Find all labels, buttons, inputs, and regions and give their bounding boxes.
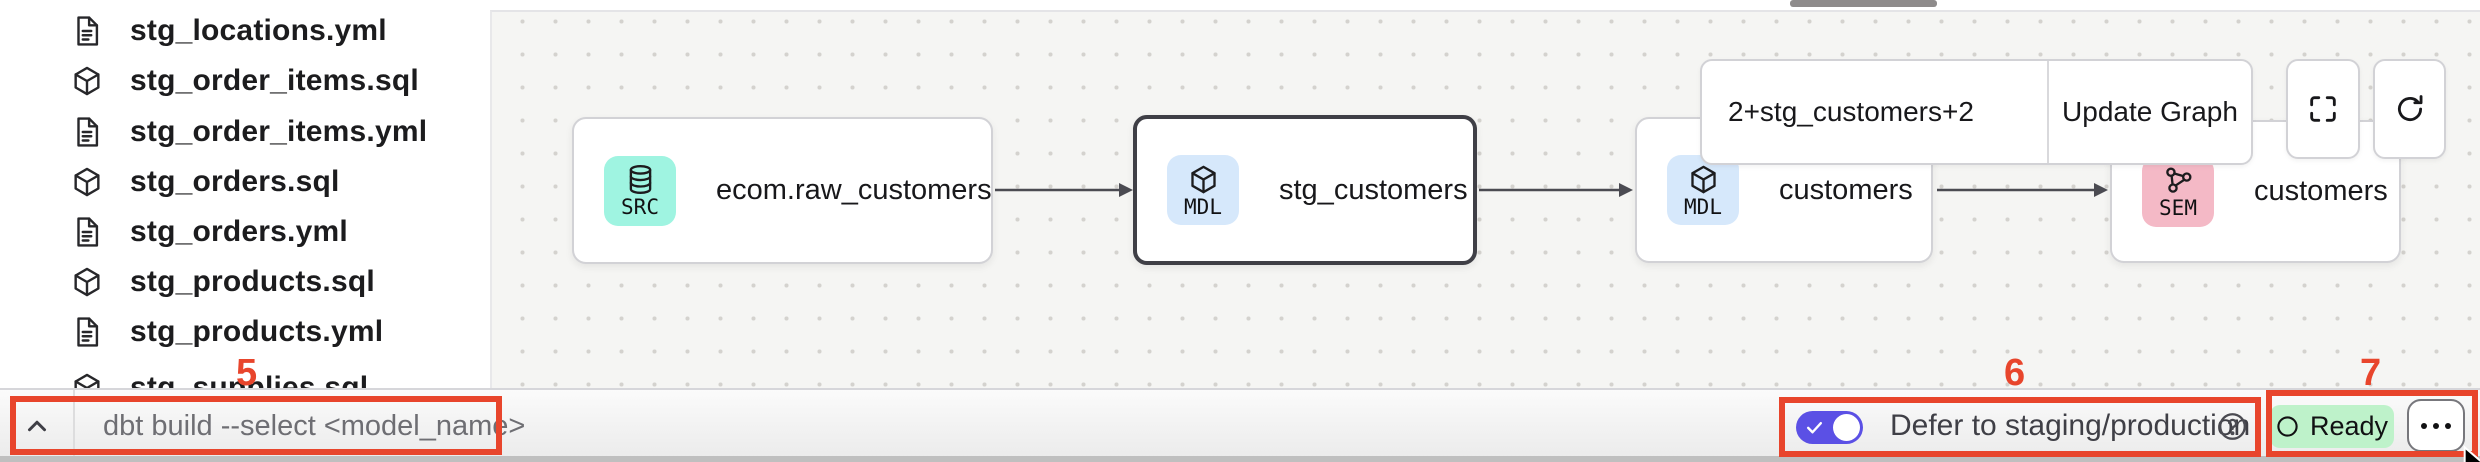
lineage-node-stg-customers-selected[interactable]: MDL stg_customers bbox=[1133, 115, 1477, 265]
help-icon[interactable] bbox=[2217, 411, 2248, 442]
lineage-selector-group: Update Graph bbox=[1700, 59, 2253, 165]
node-label: customers bbox=[2254, 175, 2388, 207]
lineage-selector-input[interactable] bbox=[1702, 61, 2049, 163]
canvas-scrollbar-thumb[interactable] bbox=[1790, 0, 1937, 7]
file-name: stg_products.yml bbox=[130, 315, 384, 348]
dbt-command-input[interactable] bbox=[103, 390, 1203, 462]
lineage-node-ecom-raw-customers[interactable]: SRC ecom.raw_customers bbox=[572, 117, 993, 264]
more-options-button[interactable] bbox=[2407, 399, 2465, 452]
file-row-stg-supplies-sql-partial[interactable]: stg_supplies.sql bbox=[0, 363, 490, 388]
status-circle-icon bbox=[2277, 416, 2298, 437]
cube-icon bbox=[70, 371, 104, 388]
defer-toggle[interactable] bbox=[1796, 411, 1863, 444]
node-label: ecom.raw_customers bbox=[716, 174, 992, 206]
status-badge-ready[interactable]: Ready bbox=[2270, 405, 2394, 448]
status-label: Ready bbox=[2309, 411, 2389, 441]
file-name: stg_supplies.sql bbox=[130, 371, 369, 388]
check-icon bbox=[1806, 421, 1823, 434]
file-row-stg-order-items-sql[interactable]: stg_order_items.sql bbox=[0, 56, 490, 106]
command-bar: Defer to staging/production Ready bbox=[0, 388, 2480, 462]
file-row-stg-orders-yml[interactable]: stg_orders.yml bbox=[0, 207, 490, 257]
node-label: customers bbox=[1779, 173, 1913, 206]
file-name: stg_products.sql bbox=[130, 265, 375, 298]
chevron-up-icon bbox=[27, 420, 46, 432]
fullscreen-icon bbox=[2310, 96, 2336, 122]
file-row-stg-products-yml[interactable]: stg_products.yml bbox=[0, 307, 490, 357]
file-name: stg_orders.yml bbox=[130, 215, 348, 248]
cube-icon bbox=[1687, 163, 1720, 196]
node-type-label: SEM bbox=[2159, 196, 2197, 220]
refresh-button[interactable] bbox=[2373, 59, 2446, 159]
command-bar-divider bbox=[73, 390, 75, 462]
edge-stg-customers-to-customers bbox=[1479, 183, 1633, 197]
node-type-badge-sem: SEM bbox=[2142, 156, 2214, 227]
cube-icon bbox=[1187, 163, 1220, 196]
file-row-stg-locations-yml[interactable]: stg_locations.yml bbox=[0, 6, 490, 56]
edge-customers-to-sem-customers bbox=[1937, 183, 2108, 197]
toggle-knob bbox=[1833, 414, 1860, 441]
document-icon bbox=[70, 315, 104, 349]
file-row-stg-products-sql[interactable]: stg_products.sql bbox=[0, 257, 490, 307]
node-type-badge-mdl: MDL bbox=[1167, 155, 1239, 225]
file-name: stg_order_items.sql bbox=[130, 64, 419, 97]
cube-icon bbox=[70, 165, 104, 199]
refresh-icon bbox=[2397, 95, 2422, 122]
node-type-label: SRC bbox=[621, 195, 659, 219]
node-type-label: MDL bbox=[1184, 194, 1222, 219]
node-type-label: MDL bbox=[1684, 194, 1722, 219]
database-icon bbox=[624, 163, 657, 196]
file-name: stg_orders.sql bbox=[130, 165, 340, 198]
document-icon bbox=[70, 14, 104, 48]
semantic-icon bbox=[2162, 164, 2195, 197]
file-row-stg-order-items-yml[interactable]: stg_order_items.yml bbox=[0, 107, 490, 157]
document-icon bbox=[70, 215, 104, 249]
collapse-panel-button[interactable] bbox=[0, 390, 73, 462]
edge-raw-customers-to-stg-customers bbox=[995, 183, 1133, 197]
file-name: stg_locations.yml bbox=[130, 14, 387, 47]
file-name: stg_order_items.yml bbox=[130, 115, 428, 148]
defer-label: Defer to staging/production bbox=[1890, 409, 2251, 442]
node-type-badge-src: SRC bbox=[604, 155, 676, 226]
ellipsis-icon bbox=[2421, 422, 2427, 429]
node-type-badge-mdl: MDL bbox=[1667, 155, 1739, 225]
cube-icon bbox=[70, 265, 104, 299]
file-row-stg-orders-sql[interactable]: stg_orders.sql bbox=[0, 157, 490, 207]
file-tree-sidebar: stg_locations.yml stg_order_items.sql st… bbox=[0, 0, 490, 388]
document-icon bbox=[70, 115, 104, 149]
node-label: stg_customers bbox=[1279, 173, 1468, 206]
fullscreen-button[interactable] bbox=[2286, 59, 2360, 159]
update-graph-button[interactable]: Update Graph bbox=[2049, 61, 2251, 163]
window-bottom-edge bbox=[0, 456, 2480, 462]
cube-icon bbox=[70, 64, 104, 98]
